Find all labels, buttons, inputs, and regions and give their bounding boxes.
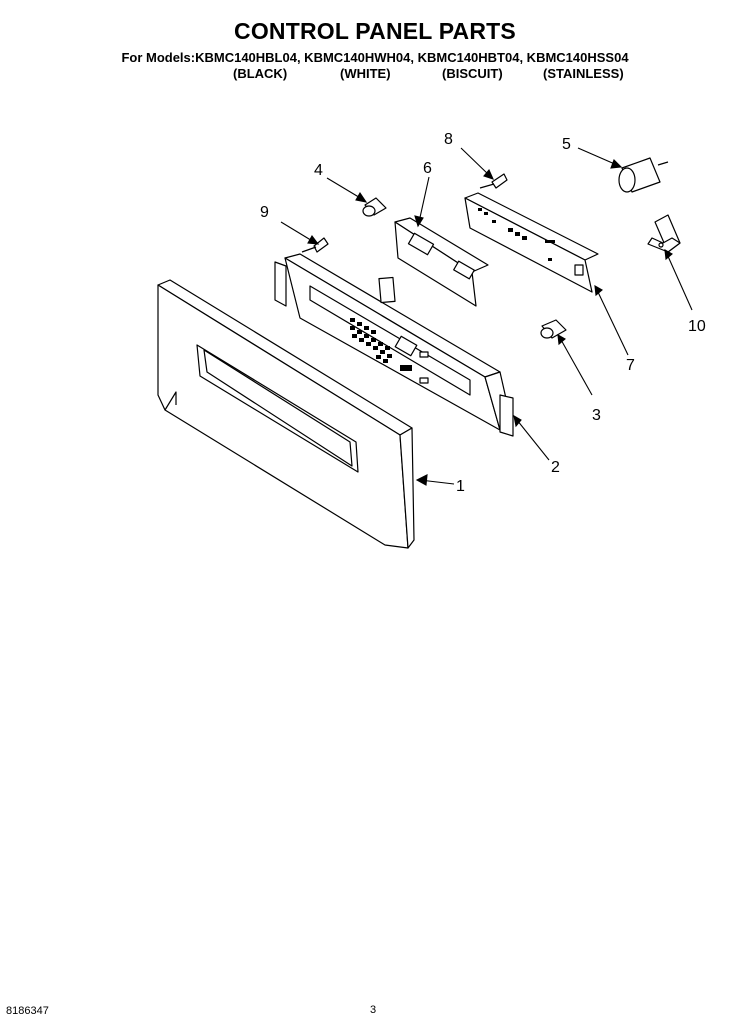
part-9-screw: [301, 237, 329, 253]
callout-6: 6: [423, 160, 432, 177]
callout-7: 7: [626, 357, 635, 374]
color-stainless: (STAINLESS): [543, 66, 624, 81]
page-title: CONTROL PANEL PARTS: [234, 18, 516, 44]
callout-4: 4: [314, 162, 323, 179]
callout-3: 3: [592, 407, 601, 424]
callout-9: 9: [260, 204, 269, 221]
color-black: (BLACK): [233, 66, 288, 81]
callout-10: 10: [688, 318, 706, 335]
part-2-control-panel: [274, 253, 514, 437]
color-biscuit: (BISCUIT): [442, 66, 503, 81]
page-number: 3: [370, 1004, 377, 1016]
part-3-standoff: [540, 319, 567, 339]
part-10-bracket: [647, 214, 681, 253]
models-line: For Models:KBMC140HBL04, KBMC140HWH04, K…: [121, 50, 629, 65]
part-7-circuit-board: [464, 192, 599, 293]
callout-5: 5: [562, 136, 571, 153]
doc-number: 8186347: [6, 1005, 49, 1017]
part-5-motor: [618, 157, 669, 193]
part-1-panel-frame: [157, 279, 415, 549]
callout-2: 2: [551, 459, 560, 476]
leader-lines: [280, 147, 693, 486]
part-8-screw: [479, 173, 508, 189]
callout-8: 8: [444, 131, 453, 148]
callout-labels: 1 2 3 4 5 6 7 8 9 10: [260, 131, 706, 495]
part-6-overlay: [394, 217, 489, 307]
part-4-spacer: [362, 197, 387, 217]
color-white: (WHITE): [340, 66, 391, 81]
callout-1: 1: [456, 478, 465, 495]
color-row: (BLACK) (WHITE) (BISCUIT) (STAINLESS): [0, 66, 750, 82]
